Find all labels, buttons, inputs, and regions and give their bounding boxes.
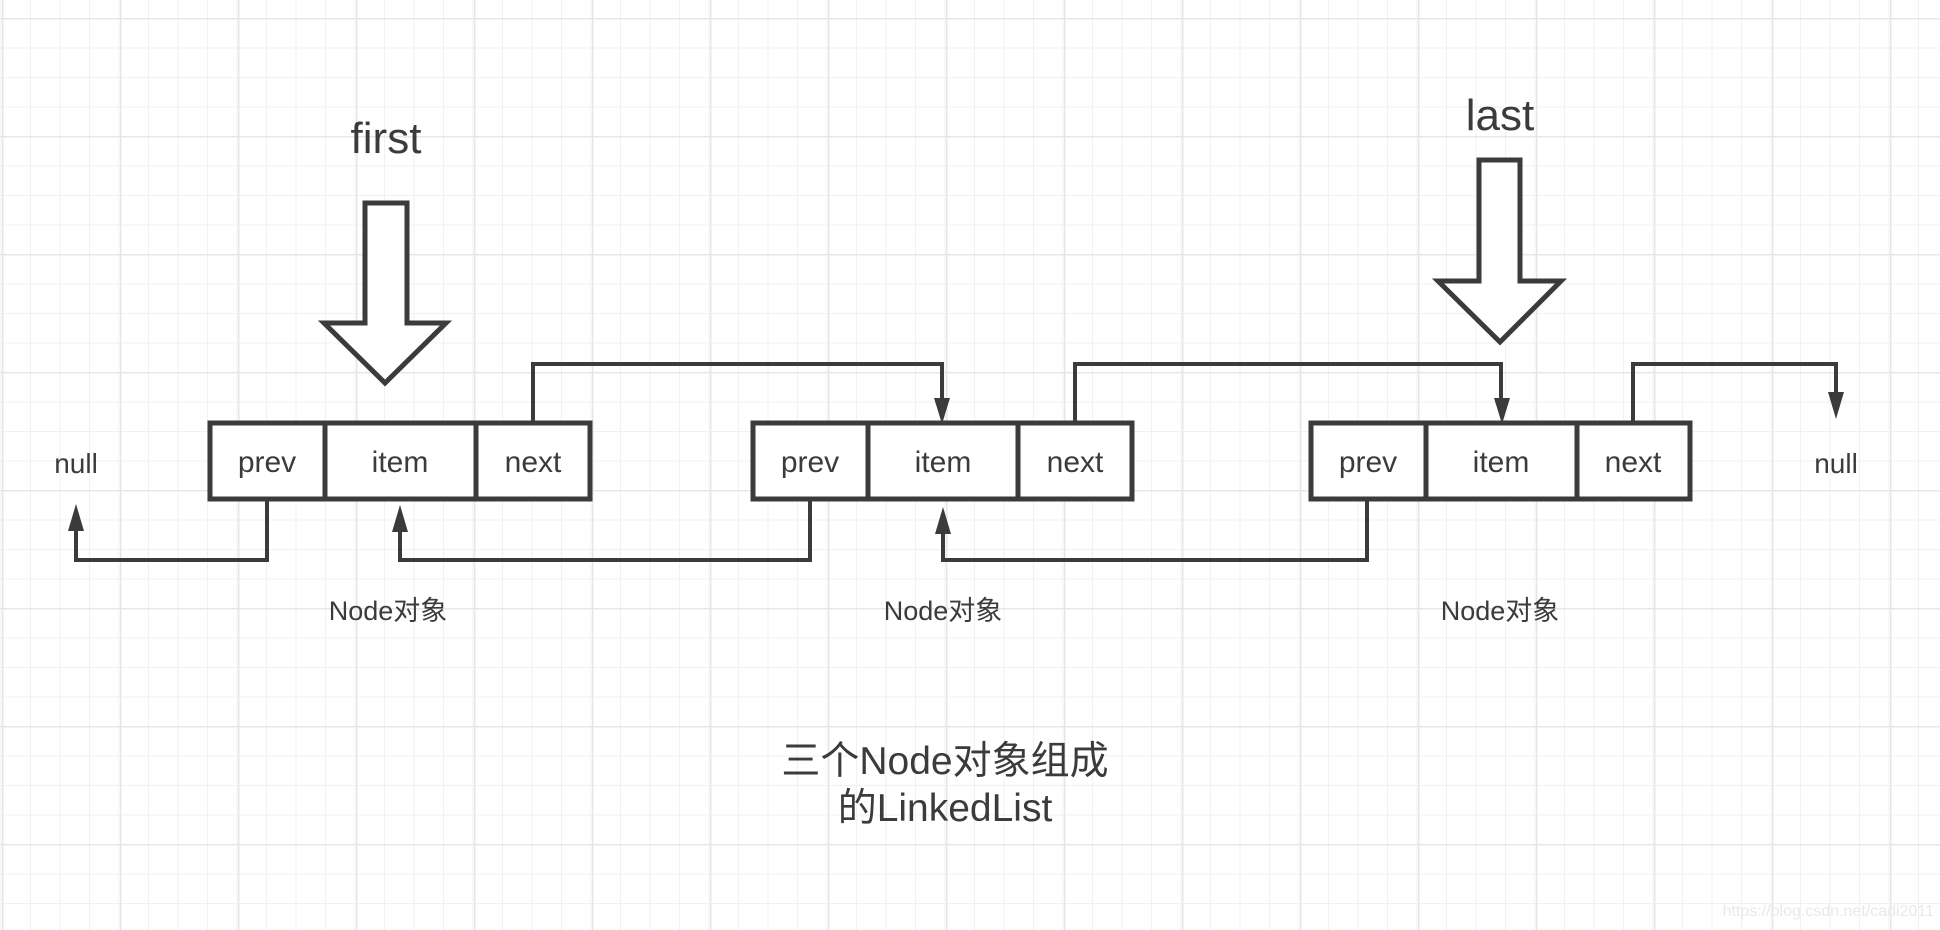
arrowhead-down-node2-item-icon — [934, 398, 950, 424]
node1-prev-label: prev — [238, 446, 296, 479]
node3-item-cell — [1423, 420, 1580, 502]
node1-next-cell — [473, 420, 593, 502]
node2-prev-cell — [750, 420, 871, 502]
node3-item-label: item — [1473, 446, 1530, 479]
next-link-node1-to-node2 — [531, 362, 944, 425]
next-link-node3-to-null — [1631, 362, 1838, 425]
node-2: prev item next Node对象 — [750, 420, 1135, 626]
last-pointer-label: last — [1466, 91, 1534, 140]
next-links — [531, 362, 1844, 425]
node1-item-label: item — [372, 446, 429, 479]
node2-next-label: next — [1047, 446, 1104, 479]
prev-links — [68, 497, 1369, 562]
node3-prev-label: prev — [1339, 446, 1397, 479]
prev-link-node3-to-node2 — [941, 497, 1369, 562]
last-pointer: last — [1431, 91, 1568, 346]
watermark: https://blog.csdn.net/cadi2011 — [1723, 903, 1935, 920]
node2-item-cell — [865, 420, 1021, 502]
node1-caption: Node对象 — [329, 596, 448, 626]
arrowhead-up-node2-item-icon — [935, 507, 951, 534]
node2-item-label: item — [915, 446, 972, 479]
first-pointer: first — [317, 114, 453, 387]
node1-item-cell — [322, 420, 479, 502]
node2-next-cell — [1015, 420, 1135, 502]
prev-link-node1-to-null — [74, 497, 269, 562]
null-left-label: null — [54, 448, 98, 479]
node-1: prev item next Node对象 — [207, 420, 593, 626]
node1-prev-cell — [207, 420, 328, 502]
node1-next-label: next — [505, 446, 562, 479]
last-pointer-arrow-icon — [1431, 157, 1568, 346]
first-pointer-label: first — [351, 114, 422, 163]
diagram-caption: 三个Node对象组成 的LinkedList — [781, 740, 1108, 830]
node3-next-cell — [1574, 420, 1693, 502]
node3-caption: Node对象 — [1441, 596, 1560, 626]
prev-link-node2-to-node1 — [398, 497, 812, 562]
node2-prev-label: prev — [781, 446, 839, 479]
diagram-caption-line2: 的LinkedList — [838, 787, 1053, 830]
arrowhead-down-node3-item-icon — [1494, 398, 1510, 424]
null-right-label: null — [1814, 448, 1858, 479]
diagram-caption-line1: 三个Node对象组成 — [781, 740, 1108, 783]
arrowhead-down-null-right-icon — [1828, 392, 1844, 419]
next-link-node2-to-node3 — [1073, 362, 1503, 425]
node3-next-label: next — [1605, 446, 1662, 479]
arrowhead-up-null-left-icon — [68, 504, 84, 531]
node-3: prev item next Node对象 — [1308, 420, 1693, 626]
first-pointer-arrow-icon — [317, 200, 453, 387]
node2-caption: Node对象 — [884, 596, 1003, 626]
arrowhead-up-node1-item-icon — [392, 505, 408, 532]
